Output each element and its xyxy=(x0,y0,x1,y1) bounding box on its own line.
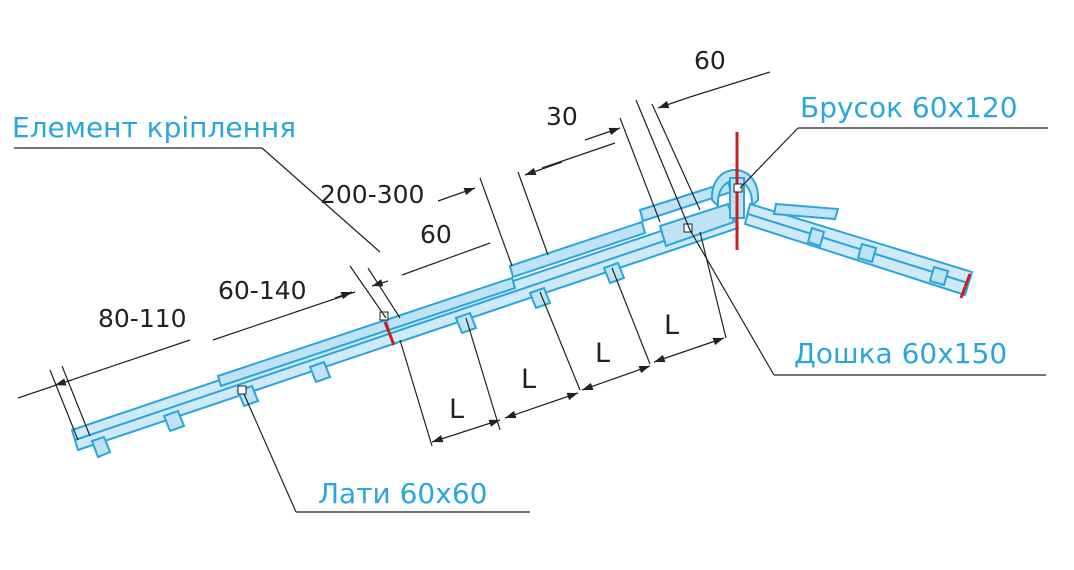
spacing-label-2: L xyxy=(521,364,537,395)
dim-60-top: 60 xyxy=(694,46,726,75)
right-slope xyxy=(743,202,974,299)
spacing-label-4: L xyxy=(664,310,680,341)
label-board: Дошка 60х150 xyxy=(794,337,1008,370)
battens xyxy=(90,261,626,459)
dim-200-300: 200-300 xyxy=(320,180,425,209)
leader-lines xyxy=(14,127,1048,513)
upper-dimension-lines xyxy=(17,71,771,441)
dim-60-lower: 60 xyxy=(420,220,452,249)
dim-80-110: 80-110 xyxy=(98,304,187,333)
left-ridge-board xyxy=(658,202,736,248)
spacing-dimension-lines xyxy=(399,231,727,447)
dim-60-140: 60-140 xyxy=(218,276,307,305)
label-ridge-bar: Брусок 60х120 xyxy=(800,91,1018,124)
tile-overlaps xyxy=(216,180,733,388)
dim-30: 30 xyxy=(546,102,578,131)
left-slope xyxy=(70,180,740,459)
spacing-label-3: L xyxy=(595,338,611,369)
spacing-label-1: L xyxy=(449,394,465,425)
label-fastener: Елемент кріплення xyxy=(12,111,297,144)
label-battens: Лати 60х60 xyxy=(318,477,488,510)
